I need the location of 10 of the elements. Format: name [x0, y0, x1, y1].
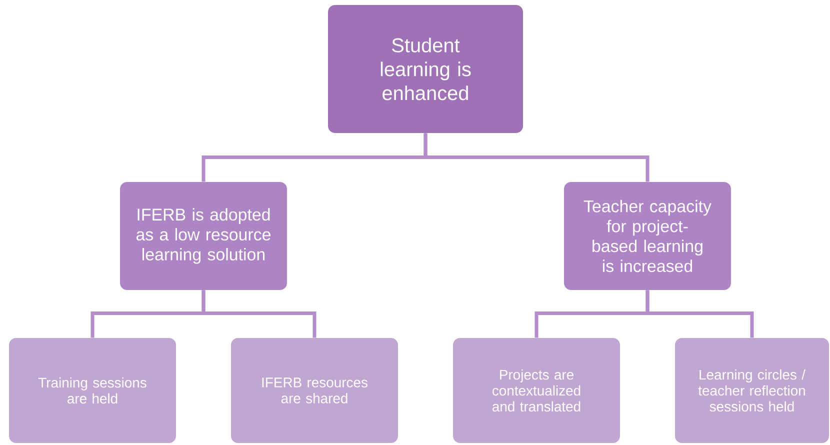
connector-line [646, 290, 754, 338]
connector-line [202, 290, 316, 338]
process-box: Training sessions are held [9, 338, 176, 443]
process-box: Teacher capacity for project-based learning is increased [564, 182, 731, 290]
process-box: IFERB resources are shared [231, 338, 398, 443]
process-box: Projects are contextualized and translated [453, 338, 620, 443]
connector-line [424, 133, 650, 182]
process-box: Student learning is enhanced [328, 5, 523, 133]
process-box: Learning circles / teacher reflection sessions held [675, 338, 829, 443]
process-box: IFERB is adopted as a low resource learning solution [120, 182, 287, 290]
